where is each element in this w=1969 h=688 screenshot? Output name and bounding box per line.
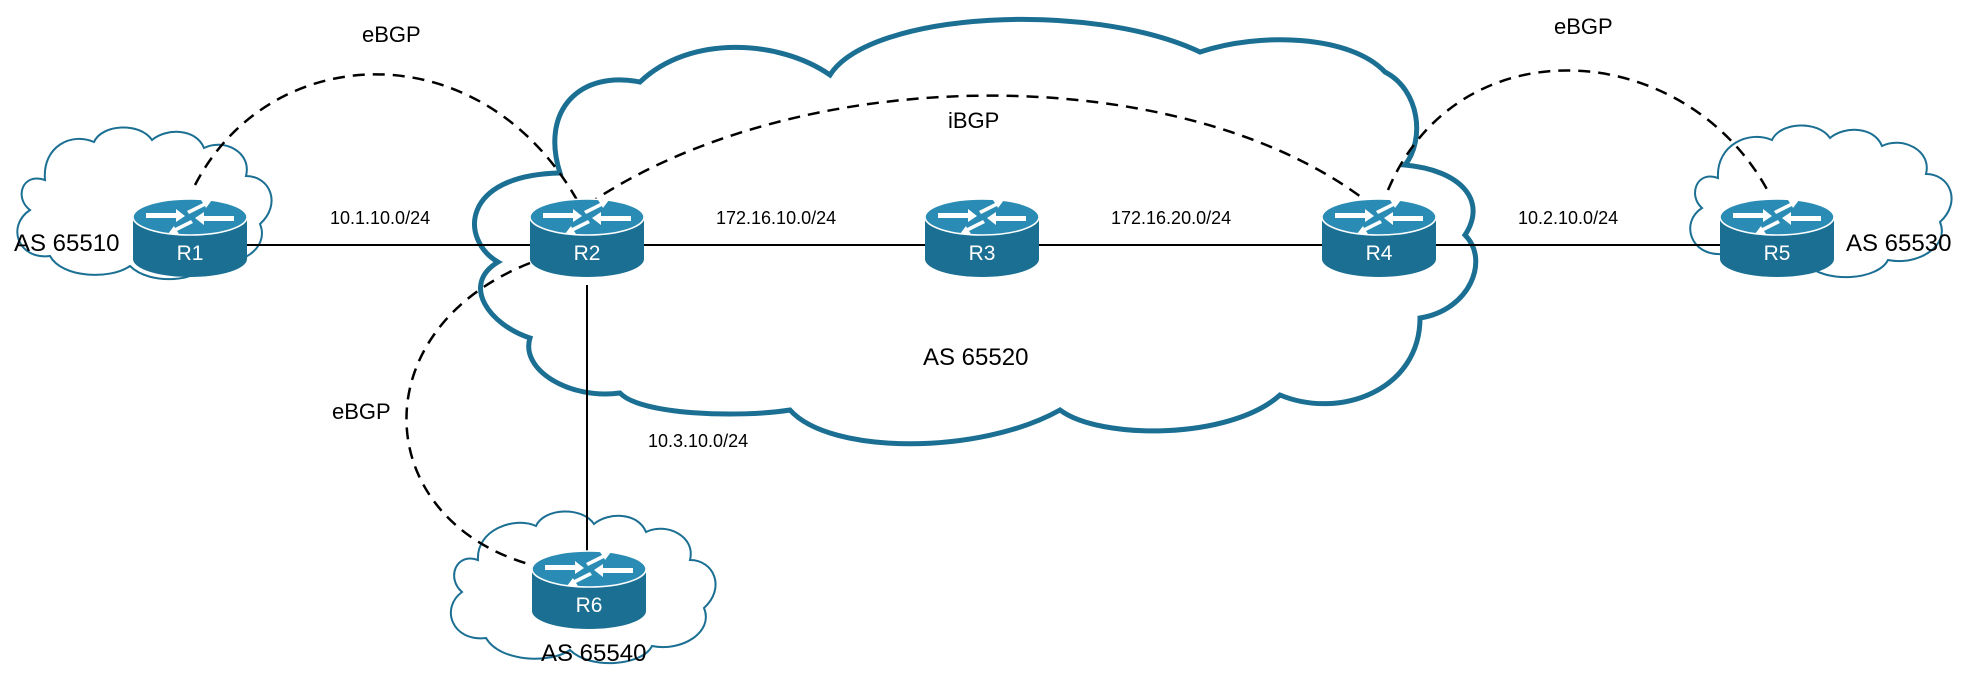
router-r5-label: R5 (1764, 242, 1791, 265)
router-r5[interactable]: R5 (1719, 198, 1835, 278)
router-r3-label: R3 (969, 242, 996, 265)
subnet-r1-r2-label: 10.1.10.0/24 (330, 208, 430, 228)
router-r6[interactable]: R6 (531, 550, 647, 630)
session-r4-r5-label: eBGP (1554, 14, 1613, 39)
session-r2-r6 (405, 261, 533, 567)
as65540-label: AS 65540 (541, 640, 646, 667)
router-r4[interactable]: R4 (1321, 198, 1437, 278)
router-r4-label: R4 (1366, 242, 1393, 265)
router-r1[interactable]: R1 (132, 198, 248, 278)
as65530-label: AS 65530 (1846, 230, 1951, 257)
session-r1-r2-label: eBGP (362, 22, 421, 47)
router-r2-label: R2 (574, 242, 601, 265)
subnet-r2-r3-label: 172.16.10.0/24 (716, 208, 836, 228)
router-r1-label: R1 (177, 242, 204, 265)
subnet-r3-r4-label: 172.16.20.0/24 (1111, 208, 1231, 228)
subnet-r2-r6-label: 10.3.10.0/24 (648, 431, 748, 451)
session-r2-r4-label: iBGP (948, 108, 999, 133)
as65520-label: AS 65520 (923, 344, 1028, 371)
session-r4-r5 (1386, 69, 1772, 196)
subnet-r4-r5-label: 10.2.10.0/24 (1518, 208, 1618, 228)
router-r6-label: R6 (576, 594, 603, 617)
as65510-label: AS 65510 (14, 230, 119, 257)
session-r2-r6-label: eBGP (332, 399, 391, 424)
router-r2[interactable]: R2 (529, 198, 645, 278)
router-r3[interactable]: R3 (924, 198, 1040, 278)
session-r1-r2 (193, 73, 579, 201)
